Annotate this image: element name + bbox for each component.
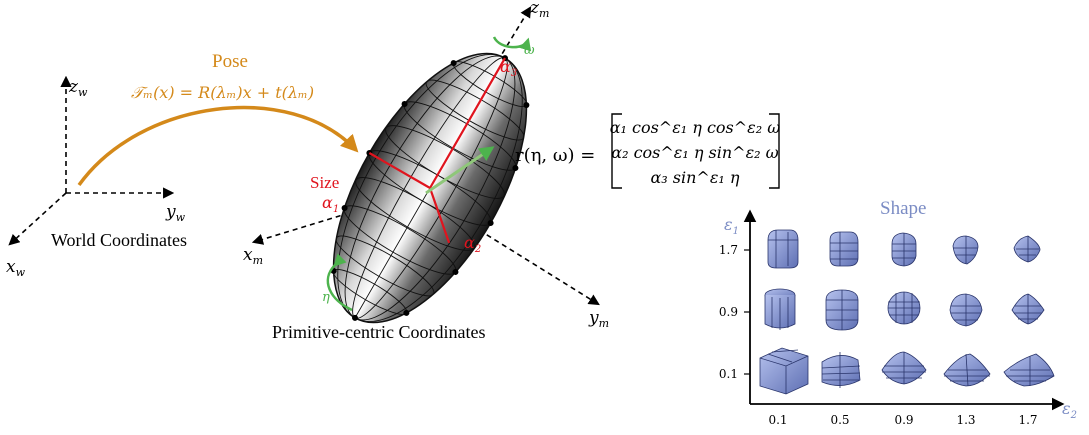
superquadric-shape (891, 232, 917, 267)
x-tick-label: 0.5 (830, 413, 849, 427)
equation-row-1: α₁ cos^ε₁ η cos^ε₂ ω (610, 118, 781, 137)
world-z-label: zw (68, 77, 88, 99)
superquadric-shape (881, 351, 927, 385)
eta-label: η (322, 290, 330, 305)
y-tick-label: 0.9 (719, 305, 738, 319)
size-label: Size (310, 173, 339, 192)
superquadric-shape (949, 293, 983, 327)
shape-x-axis-label: ε2 (1062, 399, 1077, 421)
shape-grid: Shape ε1 ε2 1.7 0.9 0.1 0.1 0.5 0.9 1.3 … (719, 198, 1077, 427)
x-tick-label: 0.9 (894, 413, 913, 427)
x-tick-label: 1.3 (956, 413, 975, 427)
world-frame: zw yw xw World Coordinates (6, 75, 187, 279)
primitive-z-label: zm (529, 0, 549, 20)
superquadric-shape (825, 289, 859, 331)
alpha3-label: α3 (500, 57, 517, 79)
superquadric-shape (887, 291, 921, 325)
radial-vector-arrow (425, 146, 495, 195)
omega-rotation-arrow (492, 36, 532, 52)
equation-row-3: α₃ sin^ε₁ η (650, 168, 739, 187)
world-caption: World Coordinates (51, 230, 187, 250)
parametric-equation: r(η, ω) = α₁ cos^ε₁ η cos^ε₂ ω α₂ cos^ε₁… (515, 113, 781, 189)
superquadric-shape (952, 235, 979, 265)
primitive-caption: Primitive-centric Coordinates (272, 322, 485, 342)
pose-group: Pose 𝒯ₘ(x) = R(λₘ)x + t(λₘ) (77, 51, 359, 187)
superquadric-shape (1013, 235, 1041, 263)
x-tick-label: 1.7 (1018, 413, 1037, 427)
superquadric-shape (767, 229, 799, 269)
omega-label: ω (524, 43, 535, 58)
y-tick-label: 1.7 (719, 243, 738, 257)
x-tick-label: 0.1 (768, 413, 787, 427)
equation-row-2: α₂ cos^ε₁ η sin^ε₂ ω (611, 143, 778, 162)
superquadric-shape (1003, 353, 1055, 387)
superquadric-shape (829, 231, 859, 267)
superquadric-shape (764, 288, 796, 330)
shape-y-axis-label: ε1 (724, 215, 739, 237)
superquadric-ellipsoid (330, 52, 530, 324)
y-tick-label: 0.1 (719, 367, 738, 381)
superquadric-shape (821, 352, 861, 388)
superquadric-shape (1011, 293, 1045, 325)
primitive-y-label: ym (588, 308, 609, 330)
pose-title: Pose (212, 51, 248, 72)
superquadric-shape (759, 347, 809, 395)
shape-title: Shape (880, 198, 926, 219)
equation-lhs: r(η, ω) = (515, 145, 595, 166)
right-bracket (769, 113, 780, 189)
alpha2-label: α2 (464, 233, 481, 255)
world-y-label: yw (165, 202, 186, 224)
left-bracket (611, 113, 622, 189)
alpha1-label: α1 (322, 193, 339, 215)
pose-arrow (77, 105, 359, 187)
eta-rotation-arrow (326, 253, 353, 312)
superquadric-shape (943, 353, 991, 387)
primitive-x-label: xm (243, 245, 263, 267)
world-x-label: xw (6, 257, 26, 279)
pose-formula: 𝒯ₘ(x) = R(λₘ)x + t(λₘ) (131, 83, 314, 102)
world-x-axis (8, 192, 67, 246)
